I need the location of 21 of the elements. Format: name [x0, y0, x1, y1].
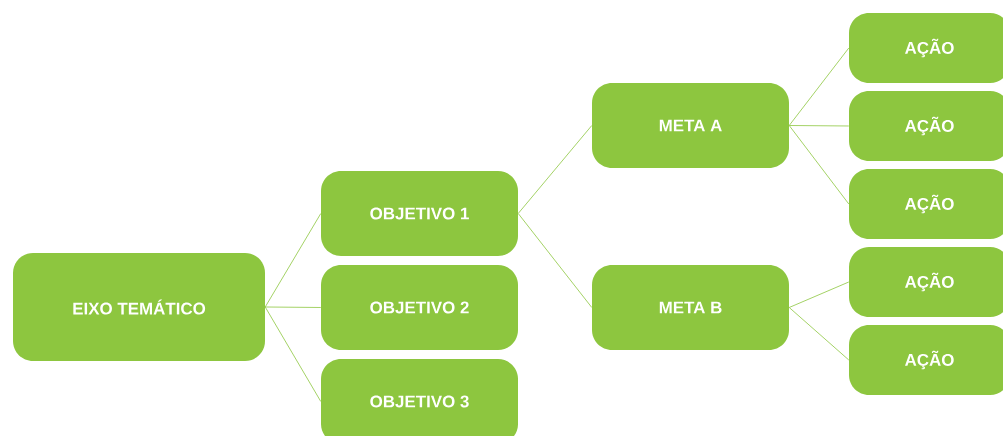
process-box: OBJETIVO 3: [321, 359, 518, 436]
process-box: AÇÃO: [849, 325, 1003, 395]
process-box: META A: [592, 83, 789, 168]
process-box: OBJETIVO 1: [321, 171, 518, 256]
process-box: OBJETIVO 2: [321, 265, 518, 350]
connector-line: [788, 307, 850, 361]
connector-line: [788, 125, 850, 205]
process-box: AÇÃO: [849, 247, 1003, 317]
connector-line: [788, 47, 850, 126]
connector-line: [264, 306, 322, 402]
process-box: META B: [592, 265, 789, 350]
process-box: EIXO TEMÁTICO: [13, 253, 265, 361]
process-box: AÇÃO: [849, 13, 1003, 83]
connector-line: [788, 125, 850, 127]
connector-line: [788, 281, 850, 308]
connector-line: [264, 306, 322, 308]
connector-line: [517, 213, 593, 308]
process-box: AÇÃO: [849, 91, 1003, 161]
connector-line: [517, 125, 593, 214]
connector-line: [264, 213, 322, 308]
process-box: AÇÃO: [849, 169, 1003, 239]
